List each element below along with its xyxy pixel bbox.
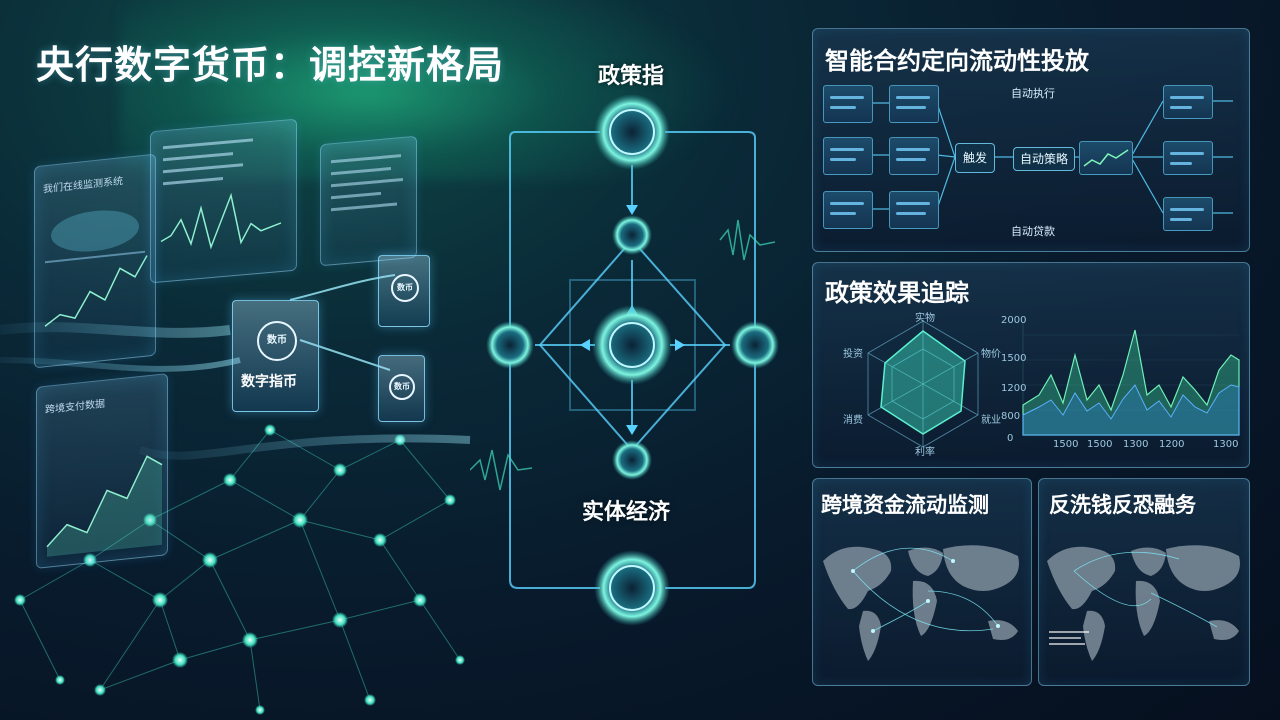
flow-out-2 [1163,141,1213,175]
flow-mid-3 [889,191,939,229]
aml-title: 反洗钱反恐融务 [1049,493,1196,517]
trend-area-chart [1022,323,1240,436]
network-mesh [0,274,471,715]
panel-c-lines [331,154,403,212]
radar-chart [867,320,979,448]
digital-currency-card: 数币 数字指币 [232,300,319,412]
y-tick-9: 0 [1007,433,1014,444]
page-title: 央行数字货币：调控新格局 [36,43,505,87]
auto-strategy-node: 自动策略 [1013,147,1075,171]
smart-contract-flow-lines [871,100,1233,214]
flow-mid-1 [889,85,939,123]
currency-seal-icon-small-a: 数币 [391,274,419,302]
dashboard-panel-d: 跨境支付数据 [36,373,168,569]
policy-node-label: 政策指 [598,64,665,89]
x-tick-3: 1300 [1123,439,1149,450]
currency-seal-icon-small-b: 数币 [389,374,415,400]
currency-seal-icon: 数币 [257,321,297,361]
flow-label-auto-exec: 自动执行 [1011,87,1055,100]
panel-b-charts [160,138,282,250]
dashboard-panel-b [150,118,297,284]
flow-mid-2 [889,137,939,175]
x-tick-4: 1200 [1159,439,1185,450]
x-tick-6: 1300 [1213,439,1239,450]
panel-d-chart [46,455,163,557]
x-tick-2: 1500 [1087,439,1113,450]
real-economy-label: 实体经济 [582,500,671,525]
x-tick-1: 1500 [1053,439,1079,450]
aml-panel: 反洗钱反恐融务 [1038,478,1250,686]
cross-border-panel: 跨境资金流动监测 [812,478,1032,686]
radar-label-1: 物价 [981,349,1001,360]
cross-border-map [823,545,1019,661]
y-tick-4: 1200 [1001,383,1027,394]
radar-label-3: 利率 [915,447,935,458]
aml-map [1047,545,1240,661]
flow-input-1 [823,85,873,123]
currency-card-small-a: 数币 [378,255,430,327]
dashboard-panel-c [320,135,417,267]
flow-input-2 [823,137,873,175]
radar-label-5: 投资 [843,349,863,360]
radar-label-0: 实物 [915,313,935,324]
flow-chart-node [1079,141,1133,175]
currency-label: 数字指币 [241,374,297,390]
y-tick-0: 2000 [1001,315,1027,326]
flow-out-1 [1163,85,1213,119]
flow-input-3 [823,191,873,229]
mini-chart [1083,149,1129,167]
y-tick-6: 800 [1001,411,1021,422]
y-tick-2: 1500 [1001,353,1027,364]
flow-out-3 [1163,197,1213,231]
panel-a-charts [44,210,148,327]
cross-border-title: 跨境资金流动监测 [821,493,989,517]
policy-effect-panel: 政策效果追踪 实物 物价 就业 利率 消费 投资 2000 1500 1200 … [812,262,1250,468]
radar-label-4: 消费 [843,415,863,426]
policy-effect-title: 政策效果追踪 [825,279,969,307]
trigger-node: 触发 [955,143,995,173]
policy-diagram-svg [470,94,779,626]
smart-contract-panel: 智能合约定向流动性投放 触发 自动执行 自动策略 自动贷款 [812,28,1250,252]
currency-card-small-b: 数币 [378,355,425,422]
dashboard-panel-a: 我们在线监测系统 [34,153,156,369]
smart-contract-title: 智能合约定向流动性投放 [825,47,1089,75]
policy-diagram: 政策指 实体经济 [470,60,810,710]
radar-label-2: 就业 [981,415,1001,426]
flow-label-auto-loan: 自动贷款 [1011,225,1055,238]
